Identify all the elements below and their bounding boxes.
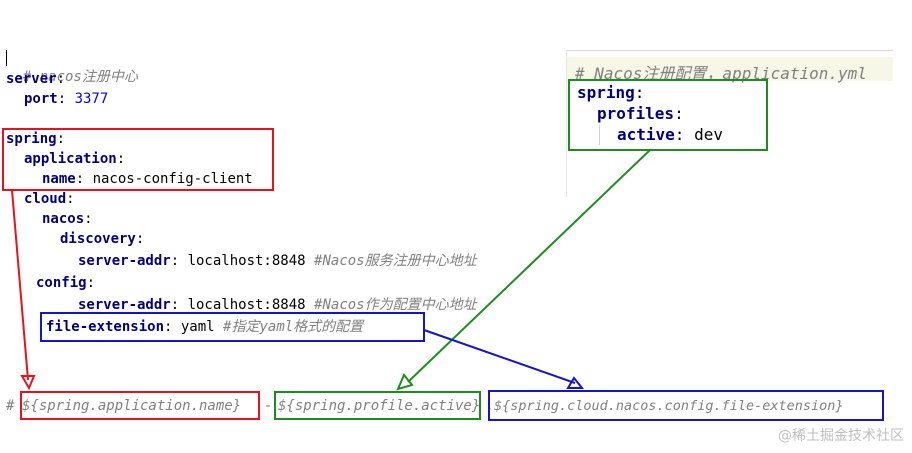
key-config: config [36, 275, 87, 291]
yaml-comment-line: # nacos注册中心 [6, 50, 138, 86]
comment-application-yml: # Nacos注册配置，application.yml [575, 64, 867, 83]
comment-file-extension: #指定yaml格式的配置 [223, 319, 364, 335]
value-active: dev [694, 125, 723, 144]
key-application: application [24, 151, 117, 167]
yaml-port-line: port: 3377 [24, 91, 109, 107]
data-id-formula-line: # ${spring.application.name} -${spring.pr… [6, 397, 844, 415]
key-port: port [24, 91, 58, 107]
indent-guide [599, 125, 600, 145]
yaml-server-line: server: [6, 71, 66, 87]
application-yml-header: # Nacos注册配置，application.yml [567, 57, 893, 83]
yaml-spring-line: spring: [6, 131, 66, 147]
green-highlight-profiles-active [568, 79, 768, 151]
key-cloud: cloud [24, 191, 67, 207]
key-profiles: profiles [597, 104, 675, 123]
key-config-server-addr: server-addr [78, 297, 171, 313]
data-id-prefix: # [6, 398, 23, 414]
value-name: nacos-config-client [92, 171, 253, 187]
yaml-application-line: application: [24, 151, 126, 167]
yml-active-line: active: dev [617, 125, 723, 144]
key-spring: spring [6, 131, 57, 147]
key-server: server [6, 71, 57, 87]
green-highlight-data-id-profile [274, 391, 481, 420]
yml-spring-line: spring: [577, 83, 645, 102]
yml-profiles-line: profiles: [597, 104, 684, 123]
watermark-text: @稀土掘金技术社区 [778, 428, 904, 444]
yaml-discovery-addr-line: server-addr: localhost:8848 #Nacos服务注册中心… [78, 253, 477, 269]
blue-highlight-file-extension [40, 312, 425, 342]
key-active: active [617, 125, 675, 144]
green-arrow-head [396, 373, 414, 391]
red-highlight-spring-application-name [2, 128, 274, 191]
key-name: name [42, 171, 76, 187]
key-nacos: nacos [42, 211, 85, 227]
blue-arrow-head [566, 376, 585, 389]
data-id-file-extension: ${spring.cloud.nacos.config.file-extensi… [494, 398, 844, 414]
data-id-profile-active: ${spring.profile.active} [278, 398, 481, 414]
key-spring-right: spring [577, 83, 635, 102]
red-highlight-data-id-app-name [20, 391, 260, 420]
comment-config: #Nacos作为配置中心地址 [314, 297, 477, 313]
yaml-config-line: config: [36, 275, 96, 291]
key-discovery-server-addr: server-addr [78, 253, 171, 269]
blue-highlight-data-id-extension [488, 390, 884, 421]
comment-nacos-registry: # nacos注册中心 [22, 69, 138, 85]
comment-discovery: #Nacos服务注册中心地址 [314, 253, 477, 269]
blue-arrow-line [423, 329, 576, 384]
key-file-extension: file-extension [46, 319, 165, 335]
yaml-file-extension-line: file-extension: yaml #指定yaml格式的配置 [46, 319, 364, 335]
value-discovery-server-addr: localhost:8848 [187, 253, 306, 269]
application-yml-panel: # Nacos注册配置，application.yml spring: prof… [566, 50, 893, 197]
yaml-discovery-line: discovery: [60, 231, 145, 247]
data-id-dash: - [264, 398, 273, 414]
green-arrow-line [407, 149, 651, 383]
value-file-extension: yaml [180, 319, 215, 335]
text-cursor [6, 50, 7, 66]
key-discovery: discovery [60, 231, 136, 247]
red-arrow-line [11, 189, 29, 381]
yaml-config-addr-line: server-addr: localhost:8848 #Nacos作为配置中心… [78, 297, 477, 313]
yaml-nacos-line: nacos: [42, 211, 93, 227]
red-arrow-head [20, 375, 36, 391]
yaml-cloud-line: cloud: [24, 191, 75, 207]
value-port: 3377 [74, 91, 109, 107]
data-id-app-name: ${spring.application.name} [22, 398, 242, 414]
yaml-name-line: name: nacos-config-client [42, 171, 253, 187]
value-config-server-addr: localhost:8848 [187, 297, 306, 313]
data-id-dot: . [486, 398, 495, 414]
